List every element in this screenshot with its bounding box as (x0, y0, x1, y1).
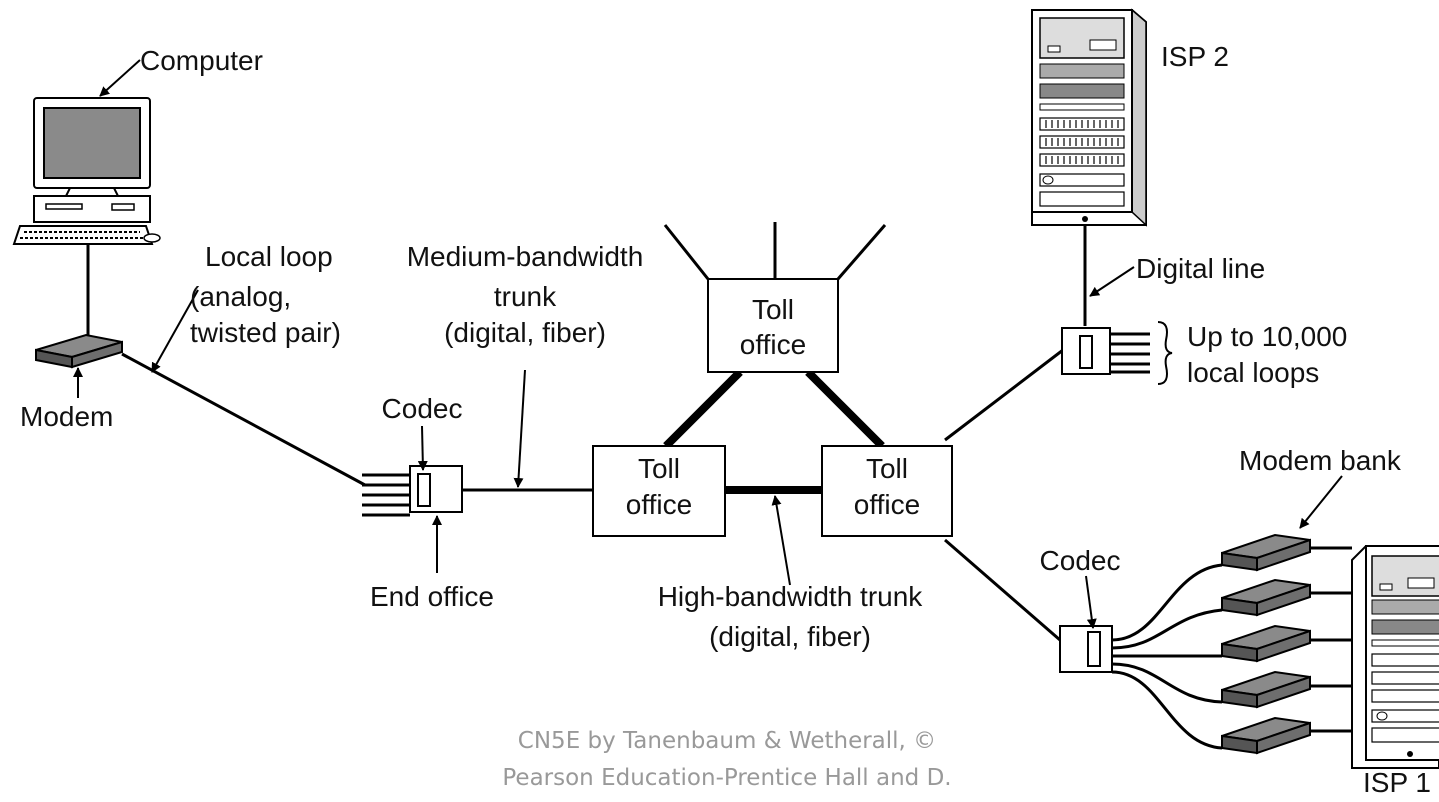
toll-top-trunk-3 (836, 224, 887, 280)
credit-line-1: CN5E by Tanenbaum & Wetherall, © (518, 728, 936, 754)
toll-office-left-label-1: Toll (638, 453, 680, 484)
isp2-label: ISP 2 (1161, 41, 1229, 72)
local-loop-arrow (151, 289, 199, 373)
modem-icon (35, 333, 123, 369)
modem-bank-lines (1111, 546, 1352, 750)
medium-trunk-label-2: trunk (494, 281, 557, 312)
codec-left-label: Codec (382, 393, 463, 424)
connections (86, 222, 1352, 750)
modem-label: Modem (20, 401, 113, 432)
high-trunk-label-2: (digital, fiber) (709, 621, 871, 652)
toll-office-top-label-2: office (740, 329, 806, 360)
toll-office-left: Toll office (592, 445, 726, 537)
local-loop-label-1: Local loop (205, 241, 333, 272)
labels: Computer Modem Local loop (analog, twist… (20, 41, 1431, 798)
high-trunk-arrow (771, 495, 791, 586)
end-office-codec (362, 465, 463, 517)
codec-left-arrow (417, 425, 428, 471)
toll-top-trunk-1 (663, 224, 710, 280)
medium-trunk-label-3: (digital, fiber) (444, 317, 606, 348)
isp2-codec (1061, 321, 1173, 385)
credit: CN5E by Tanenbaum & Wetherall, © Pearson… (502, 728, 951, 791)
up-to-label-1: Up to 10,000 (1187, 321, 1347, 352)
high-bandwidth-trunk-top-left (663, 369, 743, 449)
medium-trunk-label-1: Medium-bandwidth (407, 241, 644, 272)
modem-bank-arrow (1299, 475, 1343, 529)
isp1-label: ISP 1 (1363, 767, 1431, 798)
digital-line-label: Digital line (1136, 253, 1265, 284)
digital-line-arrow (1089, 266, 1135, 297)
codec-right-label: Codec (1040, 545, 1121, 576)
modem-bank (1221, 533, 1311, 755)
modem-bank-label: Modem bank (1239, 445, 1402, 476)
up-to-label-2: local loops (1187, 357, 1319, 388)
end-office-label: End office (370, 581, 494, 612)
modem-bank-unit (1221, 670, 1311, 709)
local-loop-label-2: (analog, (190, 281, 291, 312)
isp2-server-icon (1031, 8, 1147, 227)
high-trunk-label-1: High-bandwidth trunk (658, 581, 924, 612)
local-loops-brace (1157, 321, 1173, 385)
toll-office-right-label-2: office (854, 489, 920, 520)
isp1-server-icon (1351, 545, 1439, 769)
local-loop-line (121, 352, 366, 487)
toll-office-left-label-2: office (626, 489, 692, 520)
pointer-arrows (73, 59, 1343, 629)
modem-bank-unit (1221, 533, 1311, 572)
isp1-codec (1059, 625, 1113, 673)
computer-arrow (99, 59, 141, 97)
computer-label: Computer (140, 45, 263, 76)
toll-office-top-label-1: Toll (752, 294, 794, 325)
modem-bank-unit (1221, 716, 1311, 755)
toll-to-isp1-codec-line (944, 538, 1061, 642)
high-bandwidth-trunk-top-right (805, 369, 885, 449)
medium-trunk-arrow (513, 369, 526, 488)
credit-line-2: Pearson Education-Prentice Hall and D. (502, 765, 951, 791)
modem-bank-unit (1221, 624, 1311, 663)
computer-icon (12, 97, 161, 245)
modem-bank-unit (1221, 578, 1311, 617)
codec-right-arrow (1085, 575, 1097, 629)
toll-to-isp2-codec-line (944, 348, 1064, 442)
toll-office-right-label-1: Toll (866, 453, 908, 484)
toll-office-right: Toll office (821, 445, 953, 537)
local-loop-label-3: twisted pair) (190, 317, 341, 348)
toll-office-top: Toll office (707, 278, 839, 373)
